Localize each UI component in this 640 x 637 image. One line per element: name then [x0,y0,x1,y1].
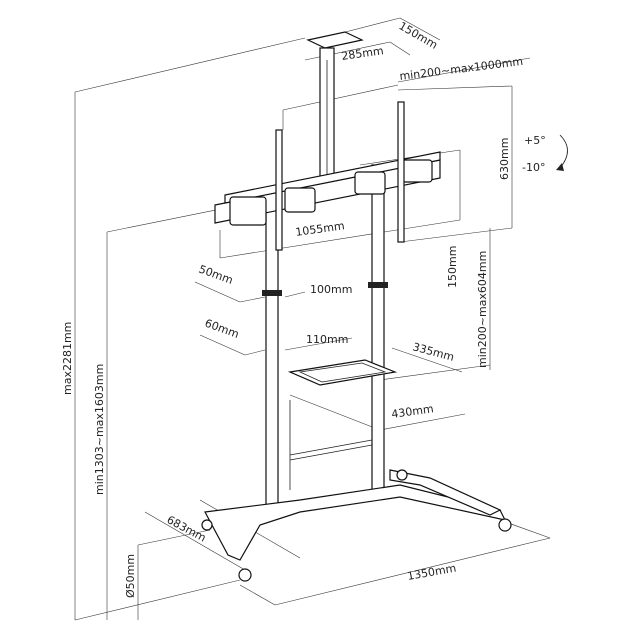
bracket-width-label: 1055mm [295,219,346,239]
shelf-depth-label: 335mm [411,340,455,364]
max-height-label: max2281mm [61,322,74,395]
stand-structure [201,31,512,582]
center-height-range-label: min1303~max1603mm [93,364,106,495]
tilt-up-label: +5° [524,134,546,147]
mount-width-range-label: min200~max1000mm [399,55,524,83]
vertical-adjust-label: 150mm [446,246,459,288]
clamp-lower-height-label: 60mm [203,317,241,341]
caster-diameter-label: Ø50mm [124,554,137,598]
tilt-arrow-icon [559,134,568,169]
tilt-arrowhead-icon [556,163,564,171]
base-depth-label: 683mm [165,513,209,544]
clamp-upper-height-label: 50mm [197,263,235,287]
base-width-label: 1350mm [406,562,457,583]
top-width-label: 285mm [341,44,385,63]
top-depth-label: 150mm [397,19,440,51]
mount-vertical-range-label: min200~max604mm [476,251,489,368]
tilt-down-label: -10° [522,161,545,174]
shelf-width-label: 430mm [391,402,435,421]
clamp-lower-width-label: 110mm [306,333,348,346]
mount-height-label: 630mm [498,138,511,180]
clamp-upper-width-label: 100mm [310,283,352,296]
